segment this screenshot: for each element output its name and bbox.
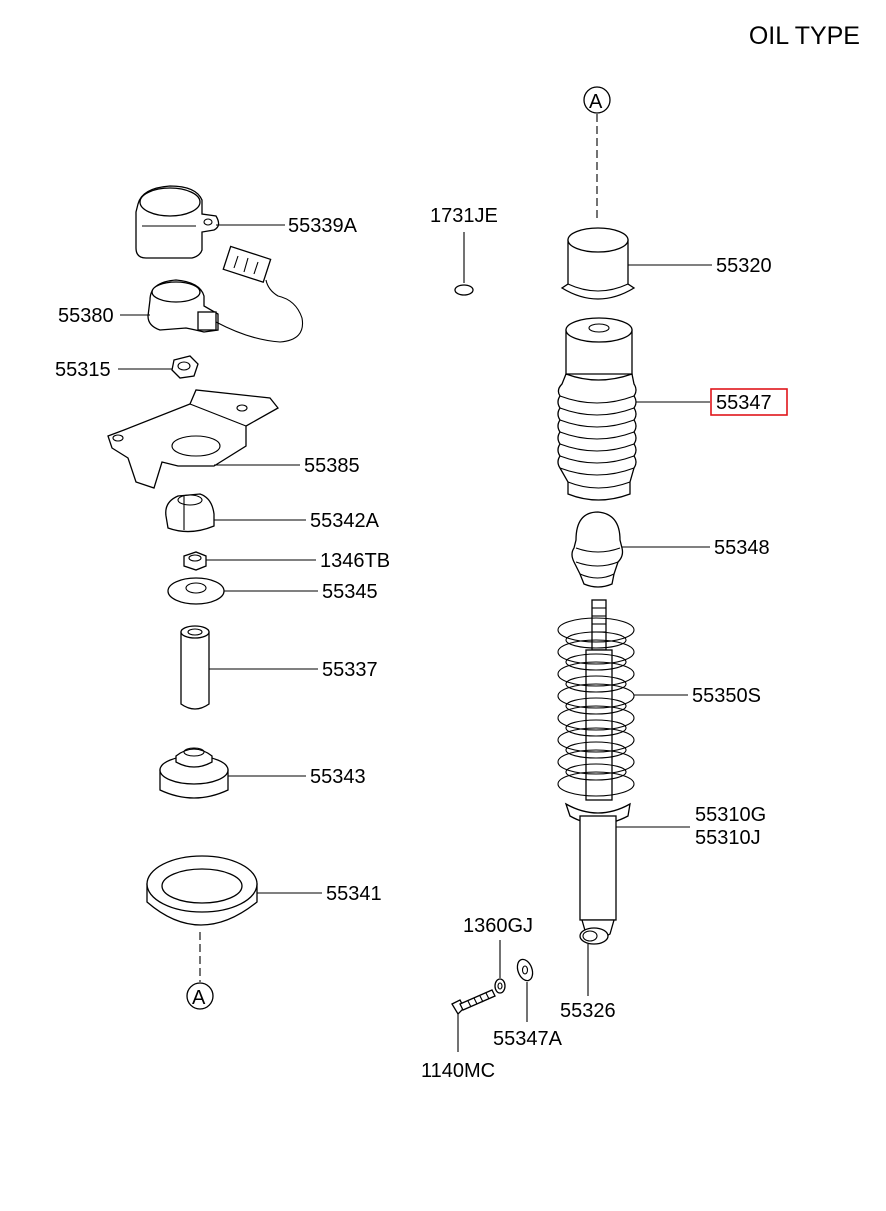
label-55320[interactable]: 55320 xyxy=(716,255,772,277)
label-55337[interactable]: 55337 xyxy=(322,659,378,681)
label-55347A[interactable]: 55347A xyxy=(493,1028,563,1050)
reference-marker-top: A xyxy=(583,86,611,114)
label-55350S[interactable]: 55350S xyxy=(692,685,761,707)
reference-marker-bottom: A xyxy=(186,982,214,1010)
diagram-title: OIL TYPE xyxy=(748,22,860,50)
label-1360GJ[interactable]: 1360GJ xyxy=(463,915,533,937)
part-55339A[interactable] xyxy=(135,185,220,259)
part-55326[interactable] xyxy=(579,927,609,945)
label-55385[interactable]: 55385 xyxy=(304,455,360,477)
part-55315[interactable] xyxy=(171,355,199,379)
label-55345[interactable]: 55345 xyxy=(322,581,378,603)
label-55348[interactable]: 55348 xyxy=(714,537,770,559)
part-55380[interactable] xyxy=(147,245,304,343)
label-1731JE[interactable]: 1731JE xyxy=(430,205,498,227)
part-1346TB[interactable] xyxy=(183,551,207,571)
label-55310J[interactable]: 55310J xyxy=(695,827,761,849)
part-55350S[interactable] xyxy=(557,617,635,797)
part-55343[interactable] xyxy=(159,747,229,799)
part-55342A[interactable] xyxy=(165,493,215,533)
label-55310G[interactable]: 55310G xyxy=(695,804,766,826)
part-55348[interactable] xyxy=(571,511,624,588)
part-1360GJ[interactable] xyxy=(494,978,506,994)
part-55345[interactable] xyxy=(167,577,225,605)
part-55337[interactable] xyxy=(180,625,210,710)
label-1346TB[interactable]: 1346TB xyxy=(320,550,390,572)
reference-marker-bottom-label: A xyxy=(192,987,206,1009)
part-55310-shock-absorber[interactable] xyxy=(564,599,631,939)
part-55385[interactable] xyxy=(107,389,279,489)
label-55339A[interactable]: 55339A xyxy=(288,215,358,237)
label-55347[interactable]: 55347 xyxy=(716,392,772,414)
part-55347[interactable] xyxy=(557,317,637,501)
label-55380[interactable]: 55380 xyxy=(58,305,114,327)
part-1731JE[interactable] xyxy=(454,284,474,296)
label-55326[interactable]: 55326 xyxy=(560,1000,616,1022)
label-55342A[interactable]: 55342A xyxy=(310,510,380,532)
reference-marker-top-label: A xyxy=(589,91,603,113)
part-55320[interactable] xyxy=(560,227,636,300)
label-55315[interactable]: 55315 xyxy=(55,359,111,381)
label-55343[interactable]: 55343 xyxy=(310,766,366,788)
label-1140MC[interactable]: 1140MC xyxy=(421,1060,495,1082)
highlight-box-55347 xyxy=(710,388,788,416)
part-55347A[interactable] xyxy=(515,957,536,982)
part-55341[interactable] xyxy=(146,855,258,926)
part-1140MC[interactable] xyxy=(451,989,496,1016)
label-55341[interactable]: 55341 xyxy=(326,883,382,905)
